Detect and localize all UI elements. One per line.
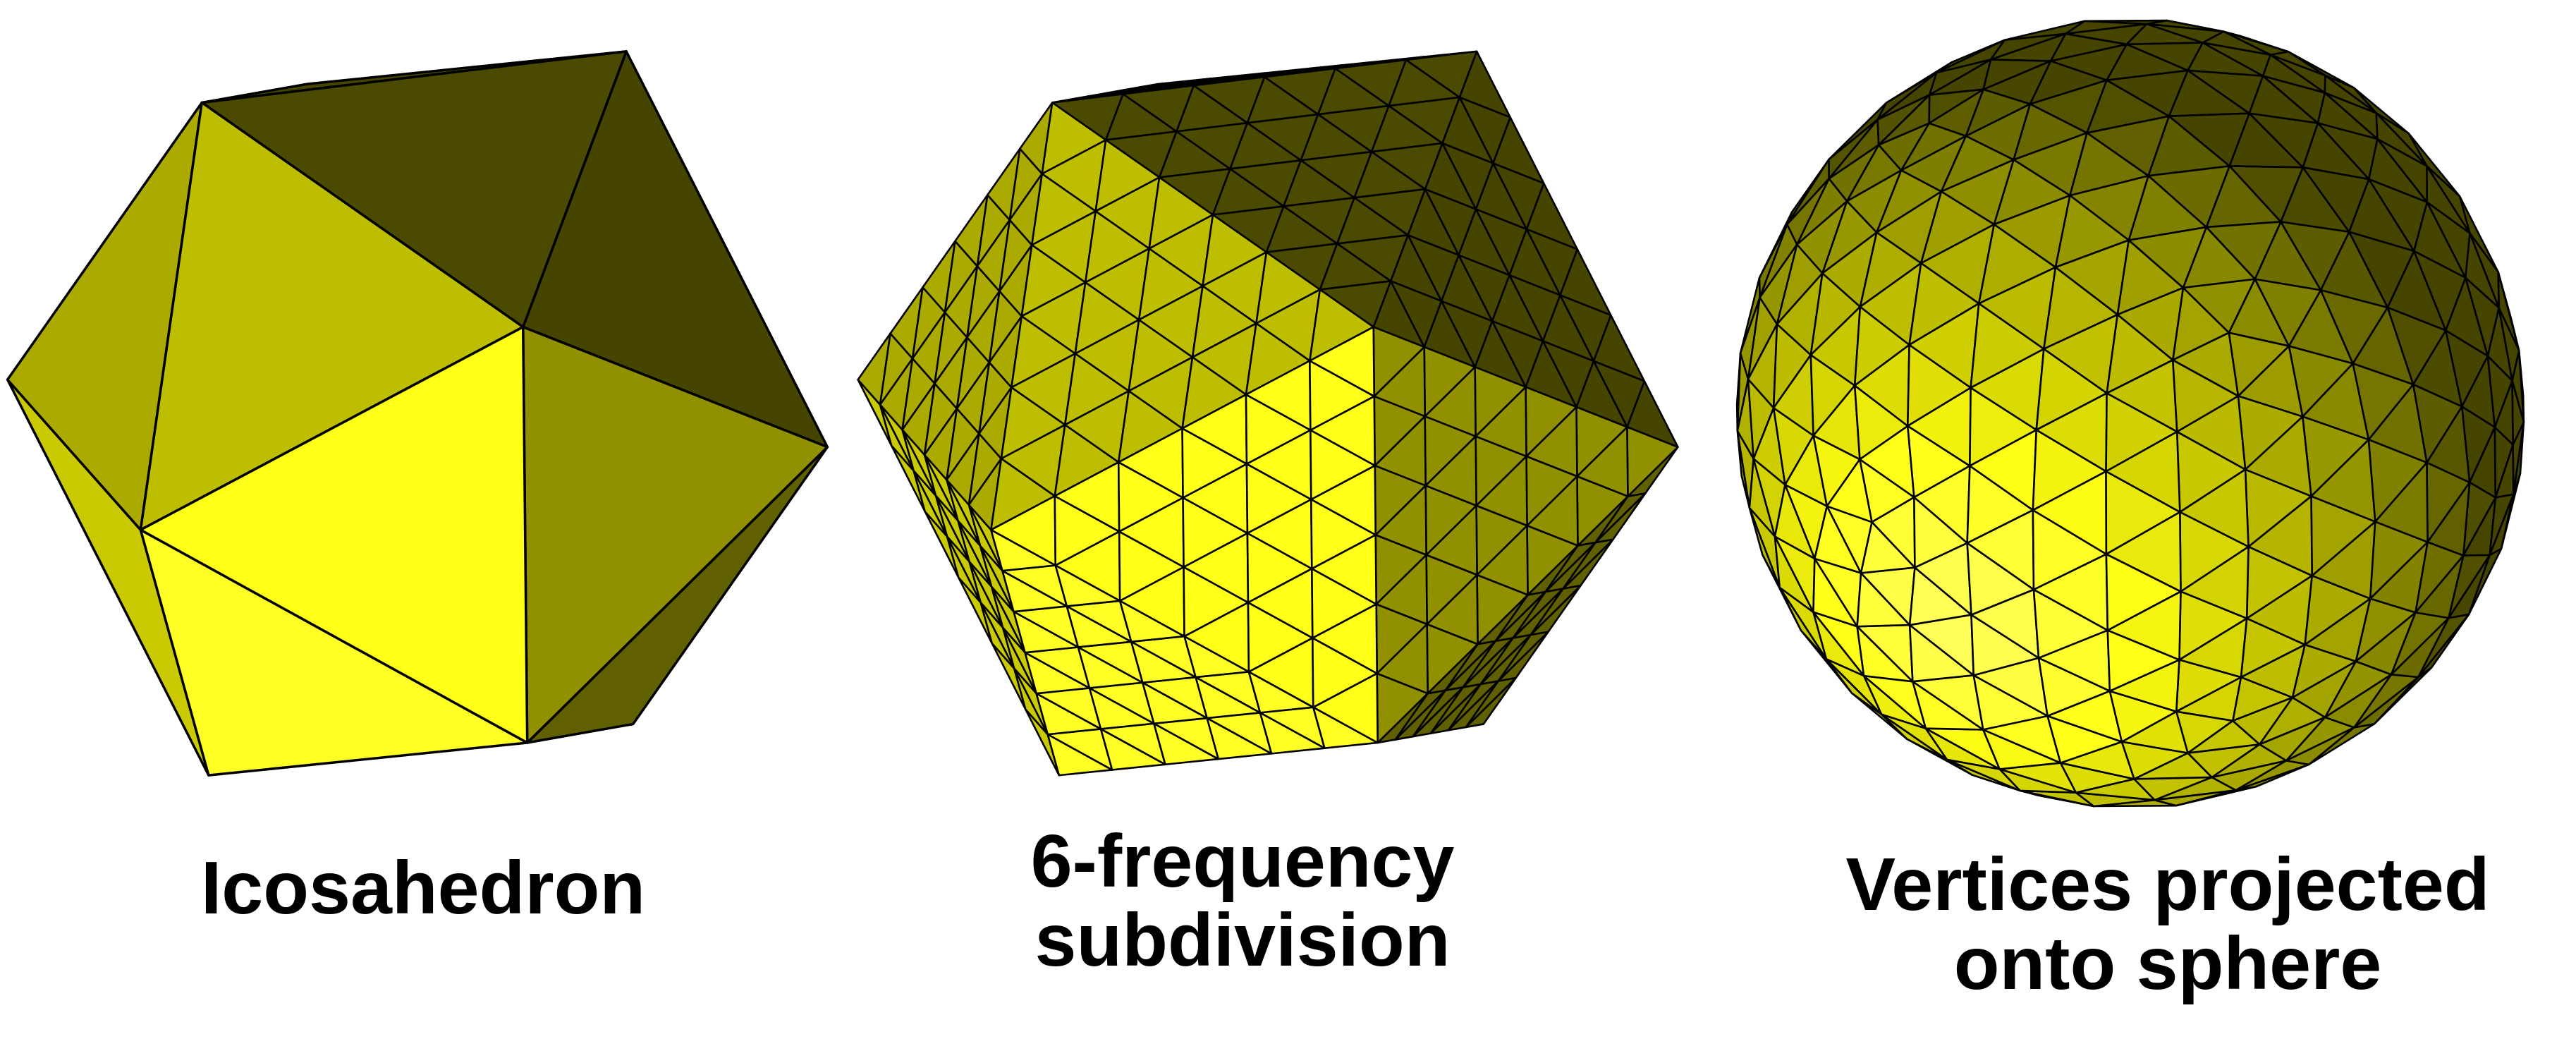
caption-subdivision: 6-frequency subdivision [890, 822, 1595, 980]
geodesic-sphere [1735, 19, 2525, 808]
mesh-face [139, 325, 529, 744]
caption-projected-sphere: Vertices projected onto sphere [1780, 845, 2556, 1003]
mesh-face [1309, 326, 1376, 398]
icosahedron-solid [6, 50, 829, 777]
caption-icosahedron: Icosahedron [71, 849, 776, 928]
caption-line: 6-frequency [1030, 820, 1455, 903]
mesh-face [2105, 392, 2178, 473]
caption-line: onto sphere [1953, 922, 2382, 1005]
caption-line: Vertices projected [1845, 843, 2490, 926]
caption-line: subdivision [1034, 899, 1451, 982]
subdivided-icosahedron [857, 50, 1679, 777]
caption-line: Icosahedron [200, 846, 646, 930]
